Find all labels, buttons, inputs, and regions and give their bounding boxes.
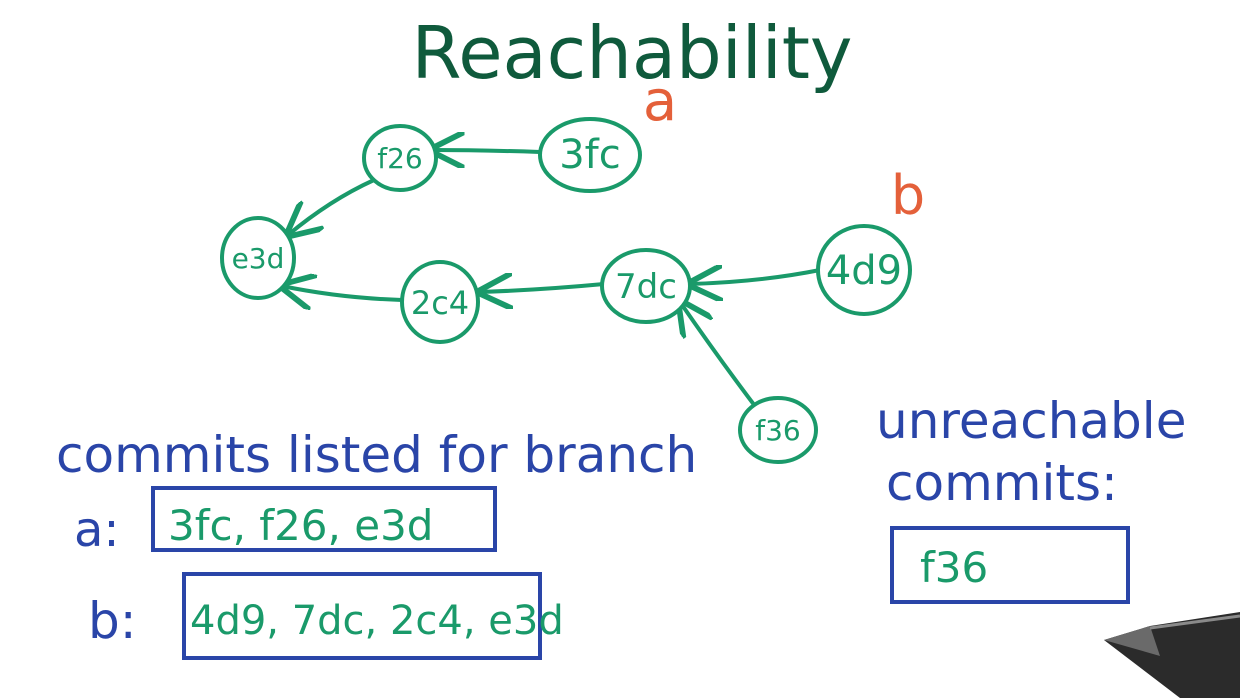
- listed-a-label: a:: [74, 502, 120, 558]
- edge-3fc-f26: [432, 150, 542, 152]
- commit-node-4d9: [816, 224, 912, 316]
- commit-label-2c4: 2c4: [411, 284, 469, 322]
- commit-node-f26: [362, 124, 438, 192]
- commit-label-3fc: 3fc: [559, 132, 621, 178]
- edge-4d9-7dc: [690, 270, 822, 284]
- commit-label-e3d: e3d: [232, 242, 285, 275]
- listed-b-label: b:: [88, 592, 137, 650]
- edge-f36-7dc: [680, 302, 760, 412]
- edge-7dc-2c4: [480, 284, 606, 292]
- commit-node-e3d: [220, 216, 296, 300]
- branch-marker-a: a: [643, 69, 677, 134]
- commit-label-f36: f36: [755, 414, 801, 447]
- commit-label-f26: f26: [377, 142, 423, 175]
- commit-nodes: [220, 117, 912, 464]
- pen-icon: [1104, 612, 1240, 698]
- listed-b-value: 4d9, 7dc, 2c4, e3d: [190, 598, 564, 644]
- commit-label-7dc: 7dc: [615, 267, 677, 307]
- commit-label-4d9: 4d9: [826, 248, 902, 294]
- listed-a-value: 3fc, f26, e3d: [168, 501, 433, 550]
- unreachable-box: [890, 526, 1130, 604]
- commit-node-3fc: [538, 117, 642, 193]
- edge-2c4-e3d: [282, 286, 404, 300]
- page-title: Reachability: [411, 11, 852, 95]
- listed-heading: commits listed for branch: [56, 426, 697, 484]
- edge-f26-e3d: [288, 178, 376, 235]
- commit-edges: [282, 150, 822, 412]
- unreachable-heading-line1: unreachable: [876, 392, 1186, 450]
- listed-a-box: [151, 486, 497, 552]
- listed-b-box: [182, 572, 542, 660]
- commit-node-f36: [738, 396, 818, 464]
- unreachable-value: f36: [920, 543, 988, 592]
- commit-node-7dc: [600, 248, 692, 324]
- branch-marker-b: b: [891, 164, 925, 227]
- unreachable-heading-line2: commits:: [886, 454, 1118, 512]
- commit-node-2c4: [400, 260, 480, 344]
